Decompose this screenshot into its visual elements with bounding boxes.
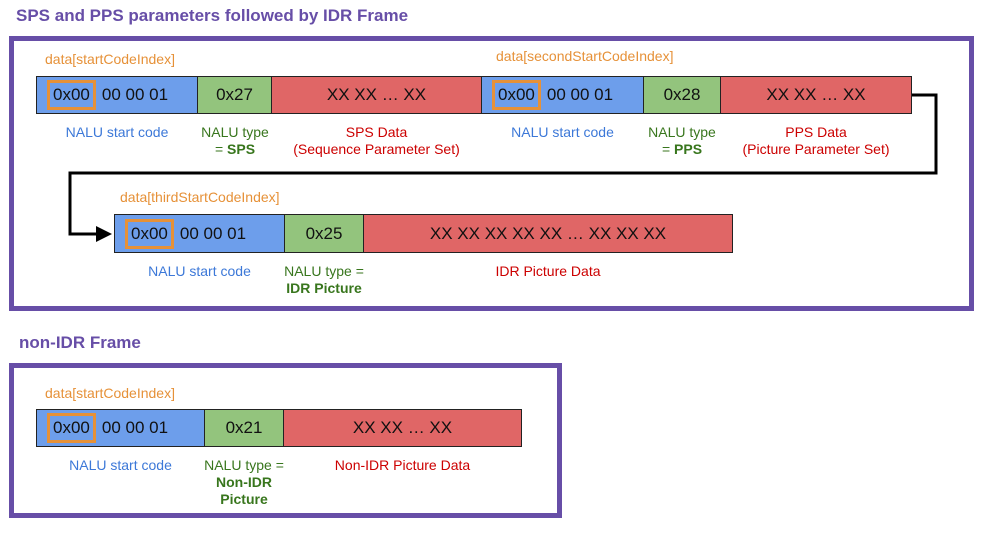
pps-start-code-caption: NALU start code <box>511 124 614 140</box>
caption-type-name: Picture <box>220 491 268 507</box>
caption-equals: = <box>214 141 228 157</box>
non-idr-frame-border <box>9 363 562 518</box>
pps-data-segment: XX XX … XX <box>720 76 912 114</box>
caption-line: (Picture Parameter Set) <box>742 141 890 157</box>
caption-line: NALU type = <box>284 263 364 279</box>
idr-start-code-caption: NALU start code <box>148 263 251 279</box>
idr-picture-data-caption: IDR Picture Data <box>495 263 601 279</box>
second-start-code-index-label: data[secondStartCodeIndex] <box>496 48 674 64</box>
start-code-first-byte-highlight: 0x00 <box>492 80 541 110</box>
non-idr-nalu-type-segment: 0x21 <box>204 409 284 447</box>
caption-line: NALU type <box>201 124 269 140</box>
caption-type-name: IDR Picture <box>286 280 362 296</box>
pps-nalu-type-segment: 0x28 <box>643 76 721 114</box>
non-idr-frame-title: non-IDR Frame <box>19 333 141 352</box>
caption-type-name: Non-IDR <box>216 474 272 490</box>
pps-data-caption: PPS Data (Picture Parameter Set) <box>720 124 912 158</box>
sps-nalu-type-segment: 0x27 <box>197 76 272 114</box>
caption-type-name: PPS <box>674 141 703 157</box>
sps-nalu-type-caption: NALU type = SPS <box>190 124 280 158</box>
non-idr-picture-data-segment: XX XX … XX <box>283 409 522 447</box>
start-code-index-label: data[startCodeIndex] <box>45 51 175 67</box>
idr-frame-title: SPS and PPS parameters followed by IDR F… <box>16 6 409 25</box>
start-code-remaining-bytes: 00 00 01 <box>179 223 247 243</box>
caption-equals: = <box>661 141 675 157</box>
caption-line: NALU type = <box>204 457 284 473</box>
sps-start-code-caption: NALU start code <box>65 124 169 140</box>
third-start-code-index-label: data[thirdStartCodeIndex] <box>120 189 280 205</box>
non-idr-start-code-caption: NALU start code <box>69 457 172 473</box>
non-idr-nalu-type-caption: NALU type = Non-IDR Picture <box>192 457 296 508</box>
idr-frame-border <box>9 36 974 311</box>
idr-picture-data-segment: XX XX XX XX XX … XX XX XX <box>363 214 733 253</box>
caption-line: SPS Data <box>345 124 408 140</box>
caption-line: = PPS <box>637 141 727 158</box>
pps-nalu-type-caption: NALU type = PPS <box>637 124 727 158</box>
caption-line: PPS Data <box>785 124 847 140</box>
start-code-remaining-bytes: 00 00 01 <box>101 85 169 104</box>
sps-start-code-segment: 0x00 00 00 01 <box>36 76 198 114</box>
start-code-first-byte-highlight: 0x00 <box>47 413 96 443</box>
start-code-remaining-bytes: 00 00 01 <box>101 418 169 437</box>
caption-type-name: SPS <box>227 141 256 157</box>
caption-line: = SPS <box>190 141 280 158</box>
start-code-remaining-bytes: 00 00 01 <box>546 85 614 104</box>
caption-line: (Sequence Parameter Set) <box>293 141 460 157</box>
non-idr-picture-data-caption: Non-IDR Picture Data <box>334 457 471 473</box>
idr-nalu-type-caption: NALU type = IDR Picture <box>272 263 376 297</box>
sps-data-caption: SPS Data (Sequence Parameter Set) <box>271 124 482 158</box>
start-code-index-label: data[startCodeIndex] <box>45 385 175 401</box>
pps-start-code-segment: 0x00 00 00 01 <box>481 76 644 114</box>
start-code-first-byte-highlight: 0x00 <box>47 80 96 110</box>
start-code-first-byte-highlight: 0x00 <box>125 218 174 249</box>
non-idr-start-code-segment: 0x00 00 00 01 <box>36 409 205 447</box>
idr-nalu-type-segment: 0x25 <box>284 214 364 253</box>
caption-line: NALU type <box>648 124 716 140</box>
idr-start-code-segment: 0x00 00 00 01 <box>114 214 285 253</box>
sps-data-segment: XX XX … XX <box>271 76 482 114</box>
